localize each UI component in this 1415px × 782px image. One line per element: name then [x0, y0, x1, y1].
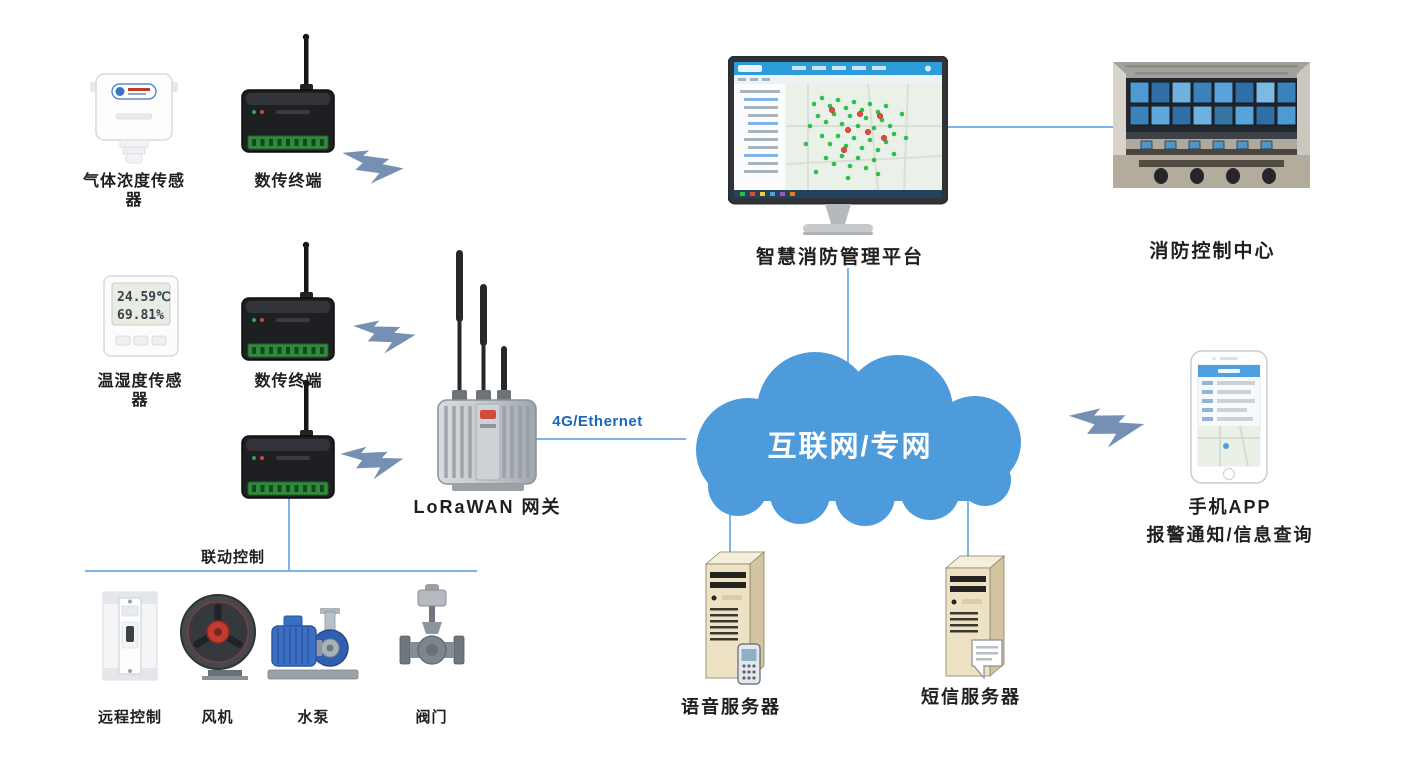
lcd-display: [111, 282, 171, 326]
message-note-icon: [971, 639, 1003, 680]
dtu-mid-device: [241, 241, 335, 361]
lightning-icon: [342, 150, 404, 184]
antenna: [304, 245, 309, 295]
lorawan-gateway-device: [437, 250, 537, 491]
dtu-top-label: 数传终端: [254, 173, 323, 190]
cloud-label: 互联网/专网: [767, 430, 932, 463]
map-alarm-dots: [828, 106, 888, 154]
gas-sensor-device: [90, 73, 178, 164]
connector-cloud-smsserver: [967, 496, 969, 556]
home-button: [1222, 467, 1236, 481]
sms-server-label: 短信服务器: [921, 687, 1021, 707]
dtu-bottom-device: [241, 379, 335, 499]
control-room-photo: [1113, 62, 1310, 188]
temp-sensor-label: 温湿度传感器: [97, 373, 183, 410]
connector-linkage-bus: [85, 570, 477, 572]
connector-dtu-linkage: [288, 498, 290, 572]
connector-gateway-cloud: [536, 438, 686, 440]
remote-control-label: 远程控制: [97, 709, 162, 726]
chairs: [1154, 168, 1276, 184]
connector-platform-cloud: [847, 268, 849, 368]
connector-cloud-voiceserver: [729, 500, 731, 556]
voice-server-device: [704, 551, 766, 685]
gateway-antennas: [456, 250, 507, 398]
gas-sensor-label: 气体浓度传感器: [82, 173, 185, 210]
lightning-icon: [1068, 408, 1145, 448]
map-legend-icons: [740, 192, 795, 196]
fan-label: 风机: [201, 709, 234, 726]
internet-cloud: 互联网/专网: [696, 352, 1021, 526]
antenna: [304, 37, 309, 87]
antenna: [304, 383, 309, 433]
lightning-icon: [340, 446, 404, 480]
linkage-control-label: 联动控制: [200, 549, 265, 566]
valve-device: [399, 584, 465, 665]
gateway-label: LoRaWAN 网关: [413, 497, 562, 517]
dtu-top-device: [241, 33, 335, 153]
phone-sublabel: 报警通知/信息查询: [1146, 525, 1314, 545]
breaker-toggle: [126, 626, 134, 642]
monitor-stand: [825, 204, 851, 224]
phone-camera: [1212, 356, 1216, 361]
control-center-label: 消防控制中心: [1149, 241, 1276, 262]
sms-server-device: [944, 555, 1006, 680]
voice-server-label: 语音服务器: [681, 697, 781, 717]
sensor-buttons: [115, 335, 167, 346]
platform-map: [786, 84, 942, 190]
app-list-rows: [1202, 381, 1255, 421]
temperature-reading: 24.59℃: [117, 290, 171, 305]
temp-humidity-sensor-device: 24.59℃ 69.81%: [103, 275, 179, 357]
platform-label: 智慧消防管理平台: [755, 247, 924, 268]
map-device-dots: [803, 95, 909, 181]
valve-label: 阀门: [415, 709, 448, 726]
humidity-reading: 69.81%: [117, 308, 164, 323]
fan-device: [180, 594, 256, 680]
phone-device: [1190, 350, 1268, 484]
handset-icon: [737, 643, 761, 685]
connector-platform-controlroom: [948, 126, 1113, 128]
pump-device: [267, 608, 359, 680]
lightning-icon: [353, 320, 416, 354]
gateway-cloud-link-label: 4G/Ethernet: [552, 413, 643, 430]
phone-label: 手机APP: [1188, 497, 1272, 517]
platform-monitor: [728, 56, 948, 235]
remote-control-breaker-device: [102, 591, 158, 681]
sensor-logo-badge: [111, 83, 157, 100]
pump-label: 水泵: [297, 709, 330, 726]
